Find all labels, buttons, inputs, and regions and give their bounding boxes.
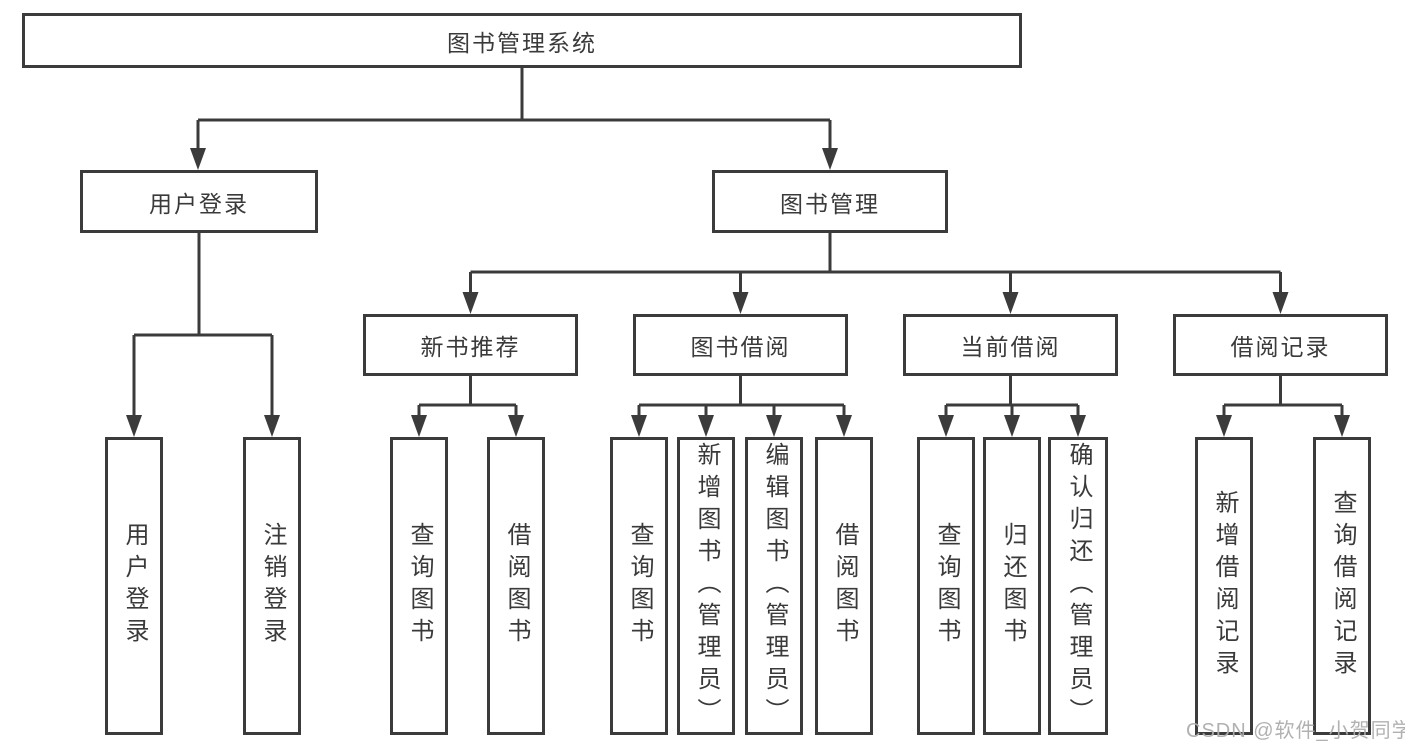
leaf-borrow-query-book-label: 查询图书 bbox=[626, 522, 653, 650]
leaf-recommend-query-book: 查询图书 bbox=[390, 437, 448, 735]
node-book-borrow: 图书借阅 bbox=[633, 314, 848, 376]
node-new-book-recommend: 新书推荐 bbox=[363, 314, 578, 376]
csdn-watermark: CSDN @软件_小贺同学 bbox=[1186, 720, 1405, 742]
node-root-label: 图书管理系统 bbox=[447, 29, 597, 56]
leaf-edit-book-admin-label: 编辑图书（管理员） bbox=[761, 442, 788, 730]
node-borrow-records-label: 借阅记录 bbox=[1230, 334, 1331, 360]
node-book-management: 图书管理 bbox=[712, 170, 948, 233]
node-current-borrow: 当前借阅 bbox=[903, 314, 1118, 376]
node-user-login: 用户登录 bbox=[80, 170, 318, 233]
leaf-add-book-admin: 新增图书（管理员） bbox=[677, 437, 735, 735]
leaf-user-login-label: 用户登录 bbox=[121, 522, 148, 650]
leaf-borrow-book: 借阅图书 bbox=[815, 437, 873, 735]
leaf-recommend-borrow-book: 借阅图书 bbox=[487, 437, 545, 735]
leaf-logout-label: 注销登录 bbox=[259, 522, 286, 650]
leaf-add-book-admin-label: 新增图书（管理员） bbox=[693, 442, 720, 730]
node-new-book-recommend-label: 新书推荐 bbox=[420, 334, 521, 360]
leaf-confirm-return-admin: 确认归还（管理员） bbox=[1048, 437, 1108, 735]
leaf-recommend-query-book-label: 查询图书 bbox=[406, 522, 433, 650]
node-book-borrow-label: 图书借阅 bbox=[690, 334, 791, 360]
leaf-return-book: 归还图书 bbox=[983, 437, 1041, 735]
leaf-logout: 注销登录 bbox=[243, 437, 301, 735]
leaf-borrow-book-label: 借阅图书 bbox=[831, 522, 858, 650]
leaf-recommend-borrow-book-label: 借阅图书 bbox=[503, 522, 530, 650]
leaf-user-login: 用户登录 bbox=[105, 437, 163, 735]
node-current-borrow-label: 当前借阅 bbox=[960, 334, 1061, 360]
leaf-borrow-query-book: 查询图书 bbox=[610, 437, 668, 735]
node-root: 图书管理系统 bbox=[22, 13, 1022, 68]
leaf-add-borrow-record: 新增借阅记录 bbox=[1195, 437, 1253, 735]
node-user-login-label: 用户登录 bbox=[149, 190, 249, 217]
arrowheads bbox=[126, 148, 1350, 437]
leaf-current-query-book: 查询图书 bbox=[917, 437, 975, 735]
leaf-current-query-book-label: 查询图书 bbox=[933, 522, 960, 650]
leaf-return-book-label: 归还图书 bbox=[999, 522, 1026, 650]
leaf-confirm-return-admin-label: 确认归还（管理员） bbox=[1065, 442, 1092, 730]
node-borrow-records: 借阅记录 bbox=[1173, 314, 1388, 376]
leaf-query-borrow-record: 查询借阅记录 bbox=[1313, 437, 1371, 735]
leaf-add-borrow-record-label: 新增借阅记录 bbox=[1211, 490, 1238, 682]
node-book-management-label: 图书管理 bbox=[780, 190, 880, 217]
leaf-edit-book-admin: 编辑图书（管理员） bbox=[745, 437, 803, 735]
leaf-query-borrow-record-label: 查询借阅记录 bbox=[1329, 490, 1356, 682]
